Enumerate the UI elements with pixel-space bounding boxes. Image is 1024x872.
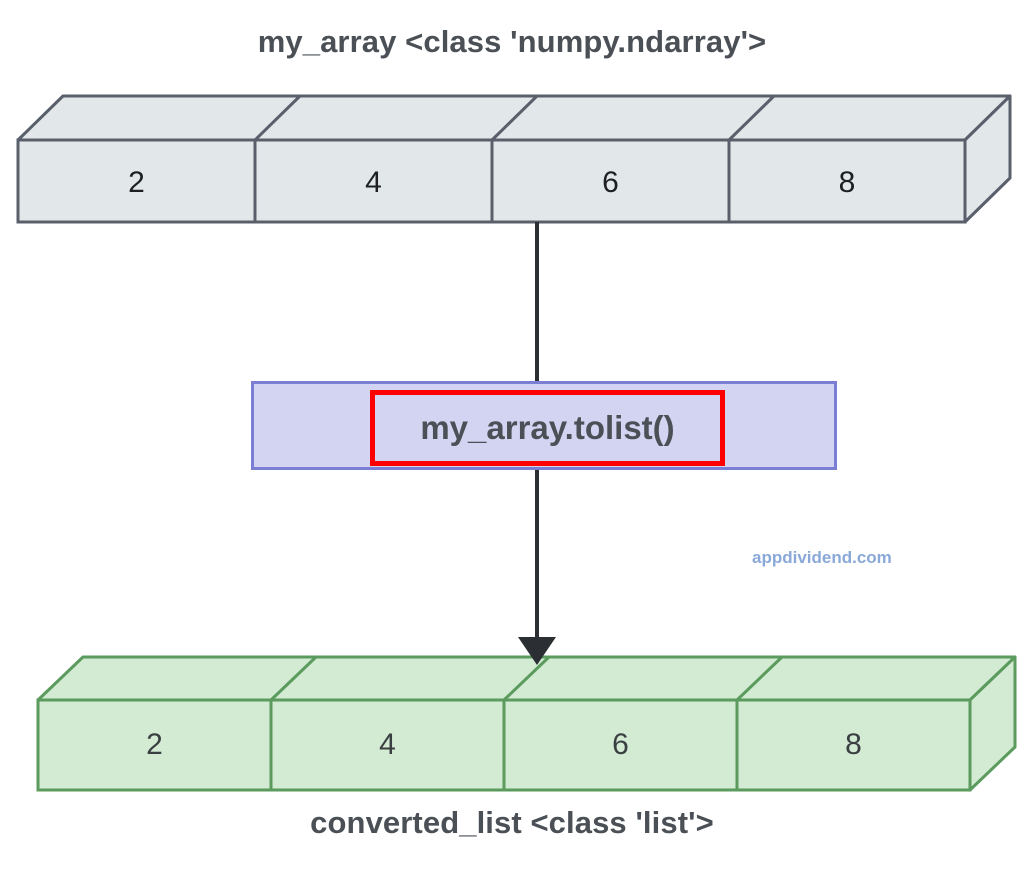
top-array-cell-0: 2 [128,166,145,199]
bottom-array-top-divider-3 [735,655,784,702]
top-array-cell-2: 6 [602,166,619,199]
operation-highlight-frame [370,390,725,466]
bottom-array-shape [36,655,1017,792]
page-title-top-array: my_array <class 'numpy.ndarray'> [257,24,767,59]
bottom-array-top-divider-2 [502,655,551,702]
operation-label: my_array.tolist() [420,409,675,446]
top-array-top-divider-2 [490,94,539,142]
bottom-array-cell-0: 2 [146,728,163,761]
top-array-cell-1: 4 [365,166,382,199]
arrow-operation-to-list [518,470,556,665]
bottom-array-cell-1: 4 [379,728,396,761]
bottom-array-top-divider-1 [269,655,318,702]
bottom-array-cell-2: 6 [612,728,629,761]
top-array-top-divider-1 [253,94,302,142]
top-array-shape [16,94,1012,224]
arrow-head-icon [518,637,556,665]
top-array-cell-3: 8 [838,166,856,199]
top-array-top-divider-3 [727,94,776,142]
bottom-array-cell-3: 8 [845,728,862,761]
watermark-text: appdividend.com [752,548,892,567]
operation-box [251,381,837,470]
page-title-bottom-array: converted_list <class 'list'> [310,805,714,840]
